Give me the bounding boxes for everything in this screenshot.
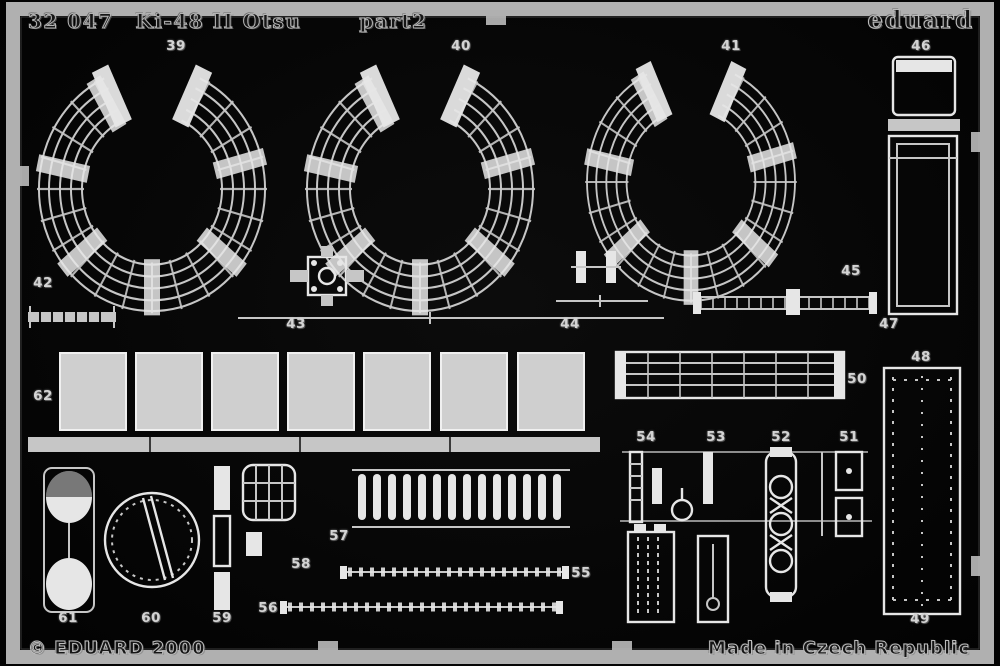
- column-crossbar: [888, 119, 960, 131]
- part-label-54: 54: [636, 429, 656, 445]
- catalog-number: 32 047: [28, 9, 114, 34]
- part-42-scale-strip: [28, 306, 116, 328]
- part-51-group: [821, 450, 864, 538]
- part-45-strip: [693, 289, 877, 315]
- part-label-49: 49: [910, 611, 930, 627]
- part-label-44: 44: [560, 316, 580, 332]
- part-label-45: 45: [841, 263, 861, 279]
- part-46-frame: [891, 55, 957, 117]
- part-label-62: 62: [33, 388, 53, 404]
- part-47-frame: [887, 134, 959, 316]
- part-label-42: 42: [33, 275, 53, 291]
- part-label-55: 55: [571, 565, 591, 581]
- part-thin-trim-strip: [238, 312, 664, 324]
- sheet-footer: © EDUARD 2000 Made in Czech Republic: [28, 638, 970, 660]
- part-label-60: 60: [141, 610, 161, 626]
- part-label-56: 56: [258, 600, 278, 616]
- brand-logo: eduard: [867, 4, 974, 34]
- part-41-cowl-ring: [583, 59, 798, 306]
- frame-notches: [20, 16, 980, 650]
- part-label-58: 58: [291, 556, 311, 572]
- part-57-levers: [352, 469, 570, 528]
- kit-title: Ki-48 II Otsu: [135, 9, 302, 34]
- copyright-text: © EDUARD 2000: [28, 638, 206, 660]
- part-59-strip: [212, 466, 232, 610]
- part-58-radiator: [241, 463, 297, 556]
- connector-rails: [620, 451, 872, 522]
- part-53-group: [670, 452, 730, 624]
- part-label-59: 59: [212, 610, 232, 626]
- sheet-header: 32 047 Ki-48 II Otsu part2 eduard: [28, 4, 974, 34]
- part-label-51: 51: [839, 429, 859, 445]
- part-55-bead-strip: [340, 566, 569, 579]
- part-label-52: 52: [771, 429, 791, 445]
- part-label-43: 43: [286, 316, 306, 332]
- made-in-text: Made in Czech Republic: [708, 638, 970, 660]
- part-label-48: 48: [911, 349, 931, 365]
- part-49-panel: [882, 366, 962, 616]
- part-label-50: 50: [847, 371, 867, 387]
- part-label-40: 40: [451, 38, 471, 54]
- part-60-disc: [103, 491, 201, 589]
- part-label-53: 53: [706, 429, 726, 445]
- part-label-57: 57: [329, 528, 349, 544]
- part-label-61: 61: [58, 610, 78, 626]
- part-52-chain: [764, 447, 798, 602]
- part-label-46: 46: [911, 38, 931, 54]
- fret-frame: [6, 2, 994, 664]
- part-39-cowl-ring: [34, 63, 269, 317]
- part-label-39: 39: [166, 38, 186, 54]
- part-label-47: 47: [879, 316, 899, 332]
- fret-frame-inner-edge: [20, 16, 980, 650]
- part-43-plate: [290, 246, 364, 306]
- part-40-cowl-ring: [302, 63, 537, 317]
- sheet-part-label: part2: [359, 9, 428, 34]
- part-44-bracket: [556, 251, 648, 307]
- part-50-louvers: [614, 350, 846, 400]
- part-54-group: [626, 450, 676, 624]
- part-61-strap: [43, 467, 95, 613]
- part-56-bead-strip: [280, 601, 563, 614]
- part-label-41: 41: [721, 38, 741, 54]
- part-62-panels: [28, 352, 600, 452]
